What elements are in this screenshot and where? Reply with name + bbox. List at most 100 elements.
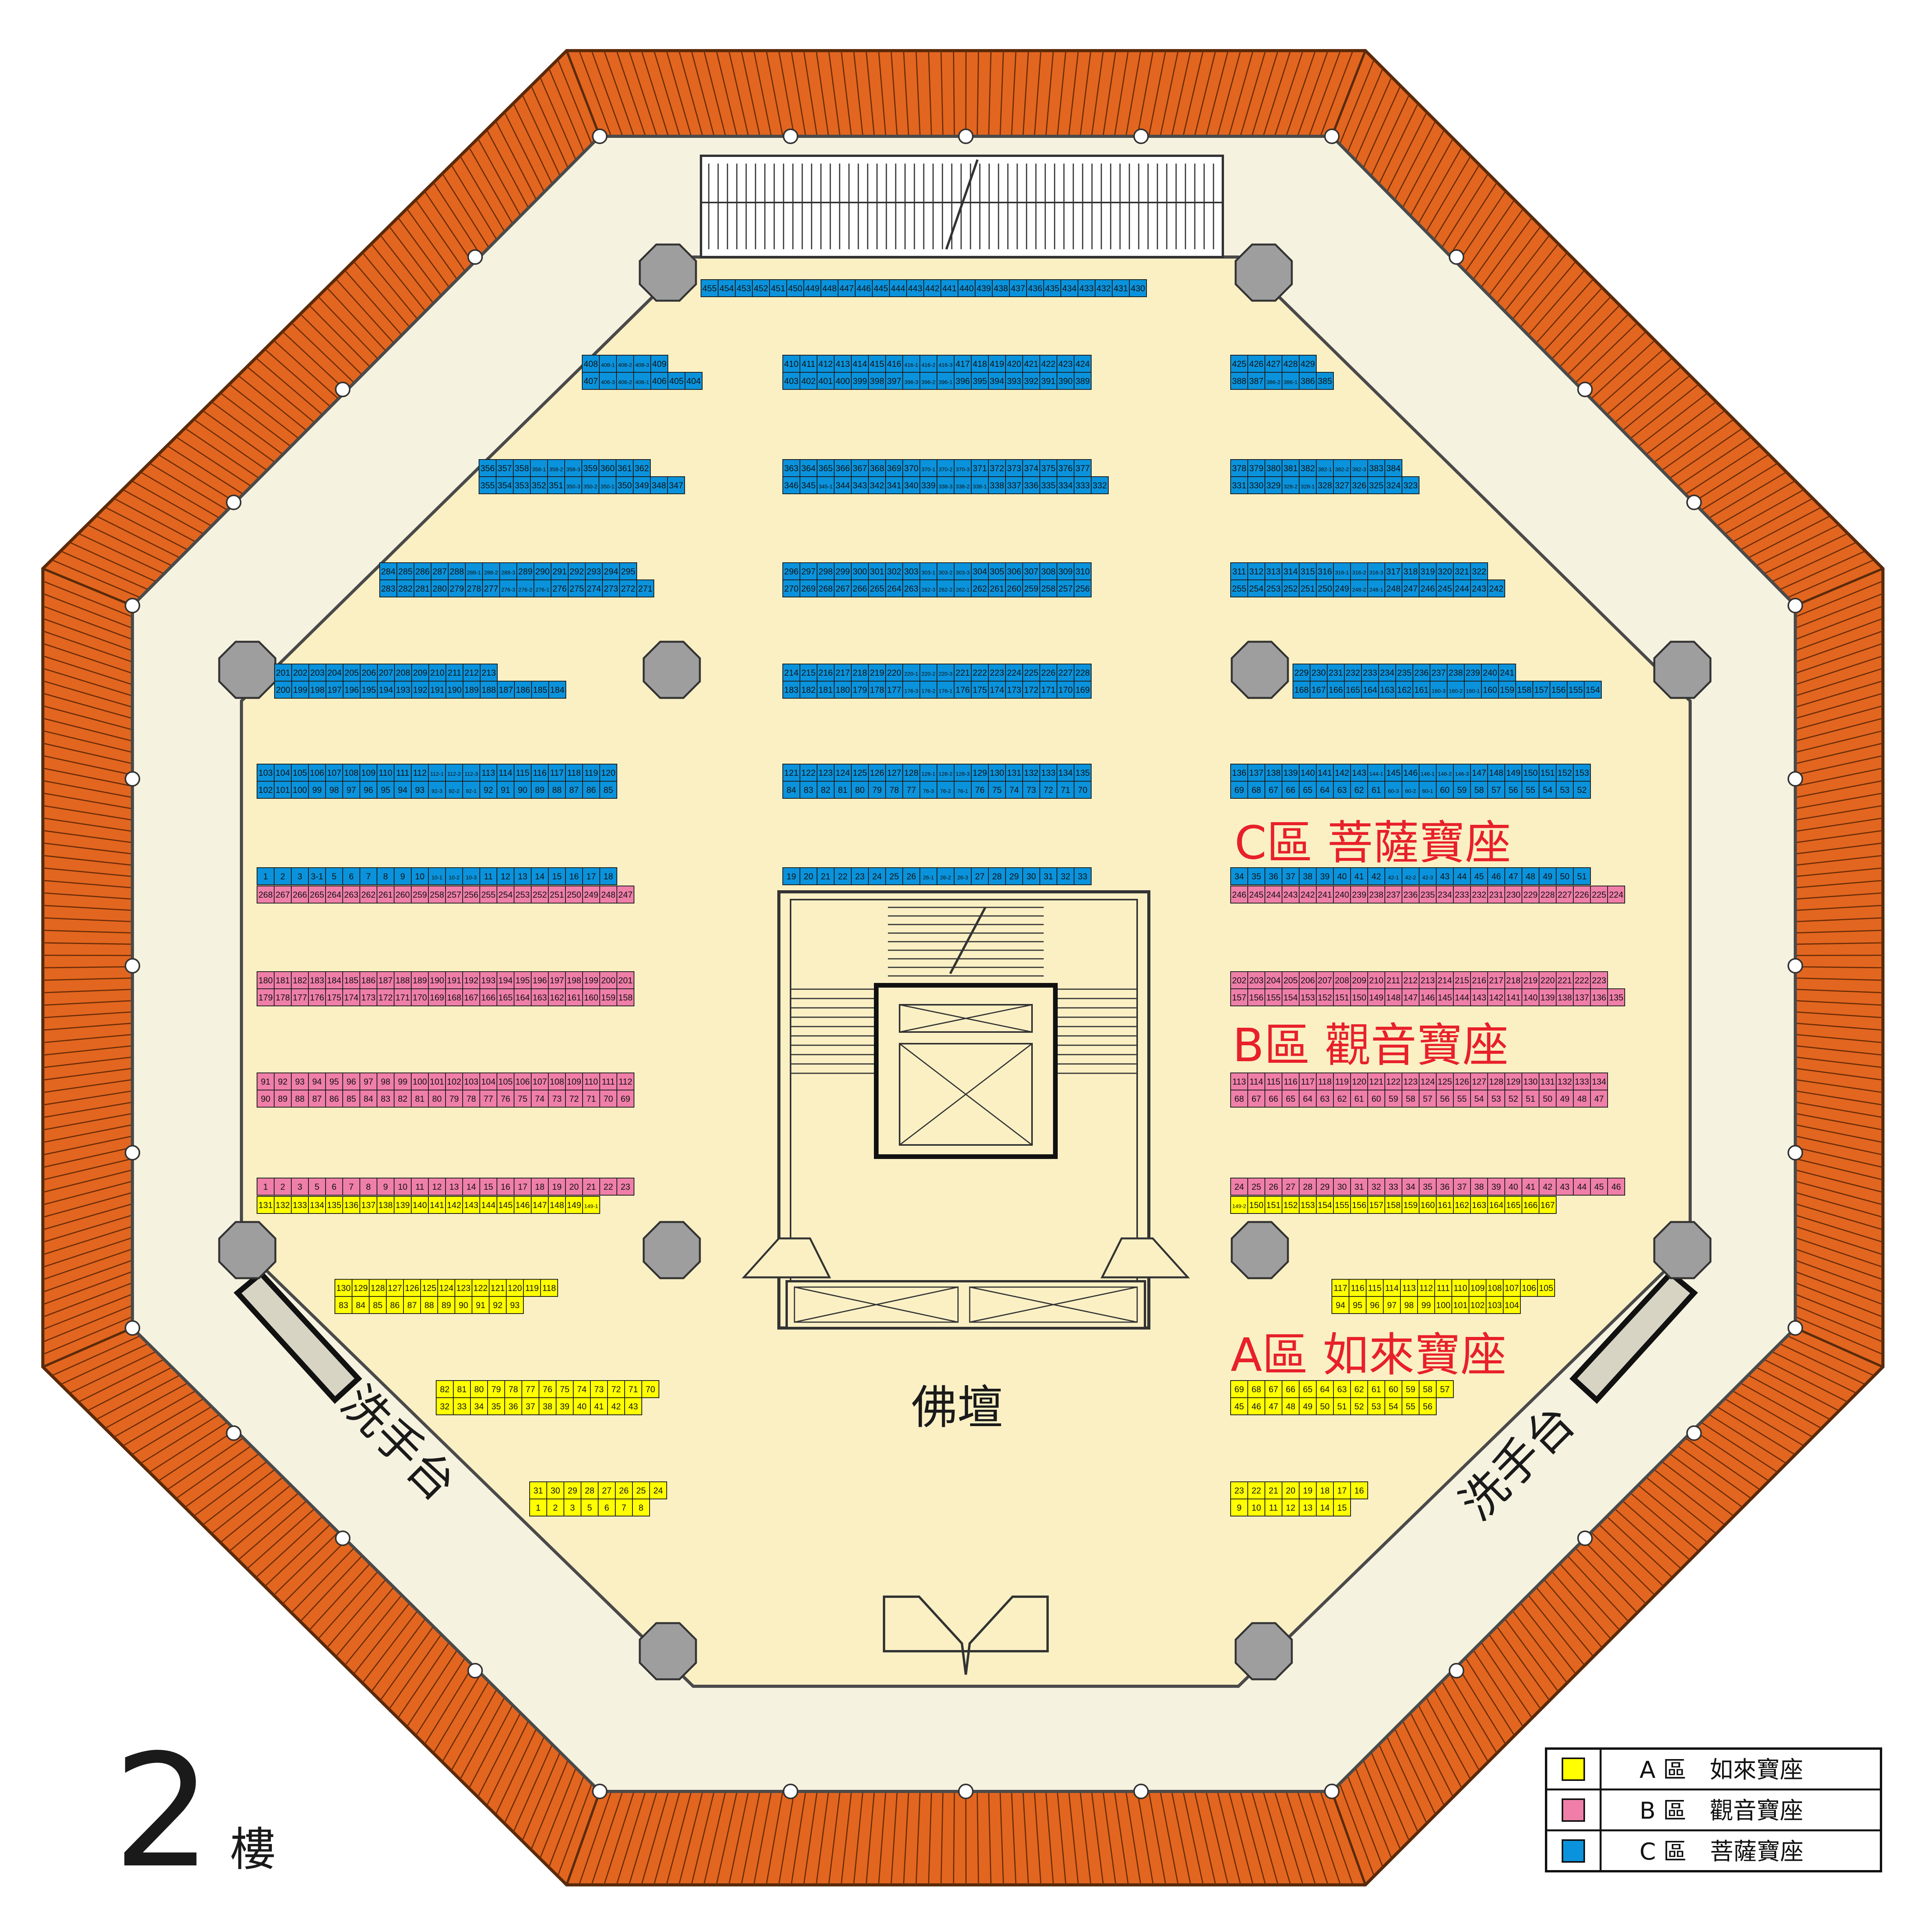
seat-b[interactable]	[1590, 1073, 1608, 1090]
seat-c[interactable]	[937, 579, 955, 597]
seat-b[interactable]	[394, 1178, 412, 1196]
seat-c[interactable]	[1057, 372, 1074, 390]
seat-a[interactable]	[1247, 1196, 1265, 1214]
seat-b[interactable]	[325, 988, 343, 1006]
seat-c[interactable]	[1453, 764, 1471, 782]
seat-c[interactable]	[514, 681, 532, 699]
seat-b[interactable]	[1470, 988, 1488, 1006]
seat-c[interactable]	[428, 781, 446, 799]
seat-a[interactable]	[352, 1279, 370, 1297]
seat-c[interactable]	[1384, 459, 1402, 477]
seat-c[interactable]	[1005, 781, 1023, 799]
seat-b[interactable]	[325, 1090, 343, 1108]
seat-c[interactable]	[1556, 764, 1574, 782]
seat-c[interactable]	[599, 355, 617, 373]
seat-b[interactable]	[1419, 1090, 1437, 1108]
seat-b[interactable]	[1470, 971, 1488, 989]
seat-c[interactable]	[1265, 562, 1282, 580]
seat-b[interactable]	[1350, 886, 1368, 903]
seat-c[interactable]	[342, 781, 360, 799]
seat-c[interactable]	[1567, 681, 1585, 699]
seat-b[interactable]	[616, 971, 634, 989]
seat-c[interactable]	[1022, 562, 1040, 580]
seat-c[interactable]	[1039, 372, 1057, 390]
seat-c[interactable]	[257, 867, 275, 885]
seat-b[interactable]	[1350, 1073, 1368, 1090]
seat-b[interactable]	[1247, 988, 1265, 1006]
seat-c[interactable]	[782, 476, 800, 494]
seat-b[interactable]	[1436, 971, 1454, 989]
seat-c[interactable]	[1112, 279, 1130, 297]
seat-c[interactable]	[919, 562, 937, 580]
seat-b[interactable]	[1230, 971, 1248, 989]
seat-c[interactable]	[582, 781, 600, 799]
seat-a[interactable]	[506, 1279, 524, 1297]
seat-b[interactable]	[462, 1178, 480, 1196]
seat-c[interactable]	[551, 562, 569, 580]
seat-c[interactable]	[1447, 681, 1465, 699]
seat-a[interactable]	[1316, 1196, 1334, 1214]
seat-c[interactable]	[1005, 681, 1023, 699]
seat-c[interactable]	[1464, 681, 1482, 699]
seat-b[interactable]	[1367, 1090, 1385, 1108]
seat-b[interactable]	[291, 1090, 309, 1108]
seat-c[interactable]	[548, 681, 566, 699]
seat-c[interactable]	[516, 579, 534, 597]
seat-a[interactable]	[1436, 1196, 1454, 1214]
seat-a[interactable]	[1434, 1279, 1452, 1297]
seat-a[interactable]	[497, 1196, 514, 1214]
seat-a[interactable]	[1487, 1196, 1505, 1214]
seat-c[interactable]	[1293, 664, 1310, 682]
seat-c[interactable]	[817, 681, 835, 699]
seat-b[interactable]	[411, 1090, 429, 1108]
seat-c[interactable]	[394, 867, 412, 885]
seat-c[interactable]	[1419, 781, 1437, 799]
seat-c[interactable]	[902, 355, 920, 373]
seat-c[interactable]	[1022, 372, 1040, 390]
seat-b[interactable]	[1282, 1073, 1300, 1090]
seat-c[interactable]	[602, 579, 620, 597]
seat-c[interactable]	[885, 781, 903, 799]
seat-c[interactable]	[342, 867, 360, 885]
seat-b[interactable]	[1402, 886, 1420, 903]
seat-c[interactable]	[1384, 867, 1402, 885]
seat-c[interactable]	[463, 681, 481, 699]
seat-c[interactable]	[735, 279, 753, 297]
seat-b[interactable]	[1436, 886, 1454, 903]
seat-c[interactable]	[851, 476, 869, 494]
seat-c[interactable]	[582, 867, 600, 885]
seat-c[interactable]	[902, 476, 920, 494]
seat-b[interactable]	[257, 1178, 275, 1196]
seat-c[interactable]	[548, 781, 566, 799]
seat-c[interactable]	[1078, 279, 1095, 297]
seat-c[interactable]	[499, 579, 517, 597]
seat-c[interactable]	[565, 764, 583, 782]
seat-b[interactable]	[1436, 1073, 1454, 1090]
seat-b[interactable]	[1522, 886, 1539, 903]
seat-c[interactable]	[431, 579, 449, 597]
seat-c[interactable]	[919, 372, 937, 390]
seat-b[interactable]	[497, 1090, 514, 1108]
seat-c[interactable]	[1299, 355, 1317, 373]
seat-b[interactable]	[582, 886, 600, 903]
seat-c[interactable]	[1470, 579, 1488, 597]
seat-c[interactable]	[817, 579, 835, 597]
seat-c[interactable]	[599, 764, 617, 782]
seat-c[interactable]	[1504, 764, 1522, 782]
seat-c[interactable]	[1532, 681, 1550, 699]
seat-c[interactable]	[616, 372, 634, 390]
seat-c[interactable]	[685, 372, 703, 390]
seat-b[interactable]	[325, 886, 343, 903]
seat-b[interactable]	[599, 971, 617, 989]
seat-c[interactable]	[1384, 476, 1402, 494]
seat-c[interactable]	[1043, 279, 1061, 297]
seat-c[interactable]	[718, 279, 736, 297]
seat-c[interactable]	[633, 476, 651, 494]
seat-b[interactable]	[394, 971, 412, 989]
seat-c[interactable]	[782, 579, 800, 597]
seat-c[interactable]	[1074, 459, 1092, 477]
seat-c[interactable]	[817, 867, 835, 885]
seat-c[interactable]	[1057, 476, 1074, 494]
seat-c[interactable]	[834, 681, 852, 699]
seat-c[interactable]	[1247, 476, 1265, 494]
